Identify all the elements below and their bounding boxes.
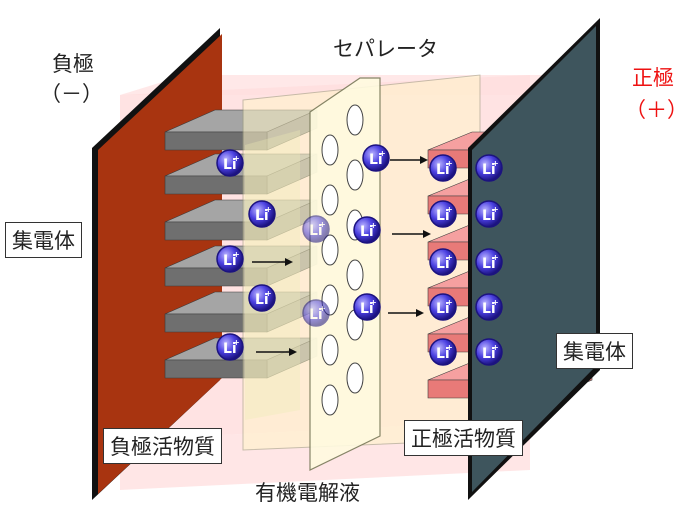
separator-hole-4 bbox=[346, 159, 364, 191]
svg-text:+: + bbox=[233, 338, 240, 347]
svg-text:+: + bbox=[233, 250, 240, 259]
separator-hole-5 bbox=[321, 234, 339, 266]
svg-text:Li: Li bbox=[436, 208, 450, 224]
svg-text:Li: Li bbox=[436, 256, 450, 272]
separator-hole-3 bbox=[321, 184, 339, 216]
svg-text:+: + bbox=[492, 298, 499, 307]
svg-text:+: + bbox=[265, 205, 272, 214]
li-ion-1: Li+ bbox=[216, 149, 244, 177]
svg-text:Li: Li bbox=[309, 307, 323, 323]
li-ion-8: Li+ bbox=[362, 144, 390, 172]
separator-label: セパレータ bbox=[333, 37, 438, 61]
svg-text:Li: Li bbox=[436, 301, 450, 317]
li-ion-6: Li+ bbox=[302, 215, 330, 243]
separator-hole-2 bbox=[346, 104, 364, 136]
svg-text:+: + bbox=[446, 298, 453, 307]
svg-text:Li: Li bbox=[223, 341, 237, 357]
separator-hole-12 bbox=[346, 362, 364, 394]
svg-text:Li: Li bbox=[360, 301, 374, 317]
svg-text:Li: Li bbox=[309, 223, 323, 239]
li-ion-7: Li+ bbox=[302, 299, 330, 327]
svg-text:Li: Li bbox=[223, 157, 237, 173]
collector-right-label: 集電体 bbox=[556, 333, 633, 369]
cathode-sign-label: （＋） bbox=[625, 98, 688, 122]
cathode-material-label: 正極活物質 bbox=[404, 420, 523, 456]
migration-arrow-1 bbox=[252, 258, 293, 266]
li-ion-10: Li+ bbox=[353, 293, 381, 321]
li-ion-13: Li+ bbox=[429, 248, 457, 276]
svg-text:Li: Li bbox=[360, 224, 374, 240]
li-ion-20: Li+ bbox=[475, 338, 503, 366]
li-ion-9: Li+ bbox=[353, 216, 381, 244]
anode-material-label: 負極活物質 bbox=[103, 428, 222, 464]
li-ion-5: Li+ bbox=[216, 333, 244, 361]
li-ion-3: Li+ bbox=[216, 245, 244, 273]
li-ion-14: Li+ bbox=[429, 293, 457, 321]
svg-text:+: + bbox=[319, 220, 326, 229]
svg-text:+: + bbox=[379, 149, 386, 158]
svg-text:Li: Li bbox=[255, 292, 269, 308]
li-ion-11: Li+ bbox=[429, 154, 457, 182]
svg-text:Li: Li bbox=[482, 346, 496, 362]
svg-text:Li: Li bbox=[482, 208, 496, 224]
li-ion-2: Li+ bbox=[248, 200, 276, 228]
li-ion-19: Li+ bbox=[475, 293, 503, 321]
li-ion-18: Li+ bbox=[475, 248, 503, 276]
svg-text:Li: Li bbox=[369, 152, 383, 168]
svg-text:+: + bbox=[370, 221, 377, 230]
svg-text:+: + bbox=[446, 159, 453, 168]
li-ion-17: Li+ bbox=[475, 200, 503, 228]
svg-text:Li: Li bbox=[255, 208, 269, 224]
svg-text:+: + bbox=[265, 289, 272, 298]
li-ion-15: Li+ bbox=[429, 338, 457, 366]
svg-text:+: + bbox=[370, 298, 377, 307]
svg-text:+: + bbox=[492, 205, 499, 214]
migration-arrow-2 bbox=[256, 348, 297, 356]
svg-text:Li: Li bbox=[482, 256, 496, 272]
separator-hole-9 bbox=[321, 334, 339, 366]
electrolyte-label: 有機電解液 bbox=[255, 481, 360, 505]
svg-text:+: + bbox=[446, 343, 453, 352]
migration-arrow-5 bbox=[388, 309, 424, 317]
migration-arrow-3 bbox=[390, 156, 428, 164]
collector-left-label: 集電体 bbox=[5, 222, 82, 258]
svg-text:+: + bbox=[492, 159, 499, 168]
svg-text:+: + bbox=[492, 343, 499, 352]
li-ion-12: Li+ bbox=[429, 200, 457, 228]
svg-text:Li: Li bbox=[482, 162, 496, 178]
separator-hole-1 bbox=[321, 134, 339, 166]
svg-text:Li: Li bbox=[223, 253, 237, 269]
svg-text:+: + bbox=[233, 154, 240, 163]
anode-sign-label: （－） bbox=[40, 82, 103, 106]
svg-text:Li: Li bbox=[482, 301, 496, 317]
svg-text:+: + bbox=[492, 253, 499, 262]
separator-hole-8 bbox=[346, 259, 364, 291]
migration-arrow-4 bbox=[392, 230, 431, 238]
separator-hole-11 bbox=[321, 384, 339, 416]
cathode-label: 正極 bbox=[632, 66, 674, 90]
svg-text:Li: Li bbox=[436, 162, 450, 178]
svg-text:Li: Li bbox=[436, 346, 450, 362]
svg-text:+: + bbox=[319, 304, 326, 313]
li-ion-4: Li+ bbox=[248, 284, 276, 312]
svg-text:+: + bbox=[446, 253, 453, 262]
separator-sheet bbox=[309, 77, 381, 471]
cathode-collector-plate bbox=[472, 26, 596, 492]
li-ion-16: Li+ bbox=[475, 154, 503, 182]
anode-label: 負極 bbox=[52, 52, 94, 76]
svg-text:+: + bbox=[446, 205, 453, 214]
